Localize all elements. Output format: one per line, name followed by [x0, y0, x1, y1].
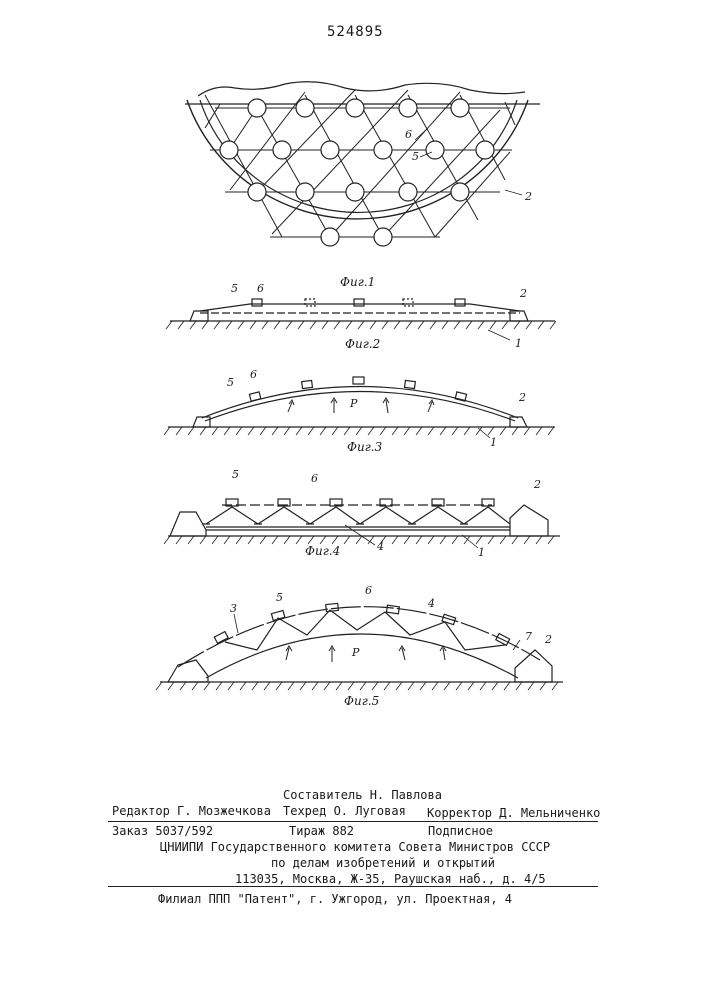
fig2-ref-5: 5 — [231, 282, 238, 295]
fig3-caption: Фиг.3 — [347, 440, 382, 454]
fig4-truss — [206, 507, 510, 524]
fig4-caption: Фиг.4 — [305, 544, 340, 558]
fig5-section — [156, 603, 563, 690]
address: 113035, Москва, Ж-35, Раушская наб., д. … — [235, 872, 546, 886]
fig4-ref-1: 1 — [478, 546, 485, 559]
fig4-ref-2: 2 — [534, 478, 541, 491]
compiler-credit: Составитель Н. Павлова — [283, 788, 442, 802]
fig2-nodes — [252, 299, 465, 306]
fig3-nodes — [249, 377, 466, 401]
fig3-ref-1: 1 — [490, 436, 497, 449]
fig5-ref-7: 7 — [525, 630, 532, 643]
fig5-ref-2: 2 — [545, 633, 552, 646]
fig5-pressure-arrows — [286, 646, 446, 662]
fig5-left-support — [168, 660, 208, 682]
fig2-hatching — [166, 321, 556, 329]
fig4-right-support — [510, 505, 548, 536]
fig5-truss — [225, 610, 505, 650]
fig1-nodes — [220, 99, 494, 246]
fig4-section — [164, 499, 560, 548]
fig3-ref-6: 6 — [250, 368, 257, 381]
colophon-rule-top — [108, 821, 598, 822]
institute: ЦНИИПИ Государственного комитета Совета … — [160, 840, 550, 854]
fig5-inner-membrane — [206, 634, 518, 678]
fig4-ref-4: 4 — [377, 540, 384, 553]
fig4-left-support — [170, 512, 206, 536]
fig2-section — [166, 299, 556, 340]
fig2-ref-2: 2 — [520, 287, 527, 300]
fig1-caption: Фиг.1 — [340, 275, 375, 289]
fig5-ref-6: 6 — [365, 584, 372, 597]
fig3-right-support — [510, 417, 527, 427]
fig1-ref-2: 2 — [525, 190, 532, 203]
techred-credit: Техред О. Луговая — [283, 804, 406, 818]
fig3-ref-5: 5 — [227, 376, 234, 389]
fig3-ref-p: P — [350, 397, 357, 410]
fig5-ref-4: 4 — [428, 597, 435, 610]
corrector-credit: Корректор Д. Мельниченко — [427, 806, 600, 820]
fig4-ref-5: 5 — [232, 468, 239, 481]
fig1-membrane-edge — [198, 82, 525, 96]
colophon-rule-bottom — [108, 886, 598, 887]
fig3-membrane-lower — [205, 392, 515, 422]
fig3-ref-2: 2 — [519, 391, 526, 404]
fig2-ref-6: 6 — [257, 282, 264, 295]
fig3-section — [164, 377, 555, 438]
editor-credit: Редактор Г. Мозжечкова — [112, 804, 271, 818]
fig1-ref-6: 6 — [405, 128, 412, 141]
fig2-caption: Фиг.2 — [345, 337, 380, 351]
fig5-ref-5: 5 — [276, 591, 283, 604]
fig3-left-support — [193, 417, 210, 427]
fig4-ref-6: 6 — [311, 472, 318, 485]
fig4-nodes — [202, 499, 494, 524]
fig5-caption: Фиг.5 — [344, 694, 379, 708]
order-number: Заказ 5037/592 — [112, 824, 213, 838]
fig5-right-support — [515, 650, 552, 682]
branch-address: Филиал ППП "Патент", г. Ужгород, ул. Про… — [158, 892, 512, 906]
fig5-ref-3: 3 — [230, 602, 237, 615]
circulation: Тираж 882 — [289, 824, 354, 838]
fig5-ref-p: P — [352, 646, 359, 659]
subscription: Подписное — [428, 824, 493, 838]
department: по делам изобретений и открытий — [271, 856, 495, 870]
fig3-pressure-arrows — [288, 398, 434, 413]
fig1-plan-view — [185, 82, 540, 246]
fig1-ref-5: 5 — [412, 150, 419, 163]
fig2-membrane — [200, 304, 520, 311]
fig2-ref-1: 1 — [515, 337, 522, 350]
